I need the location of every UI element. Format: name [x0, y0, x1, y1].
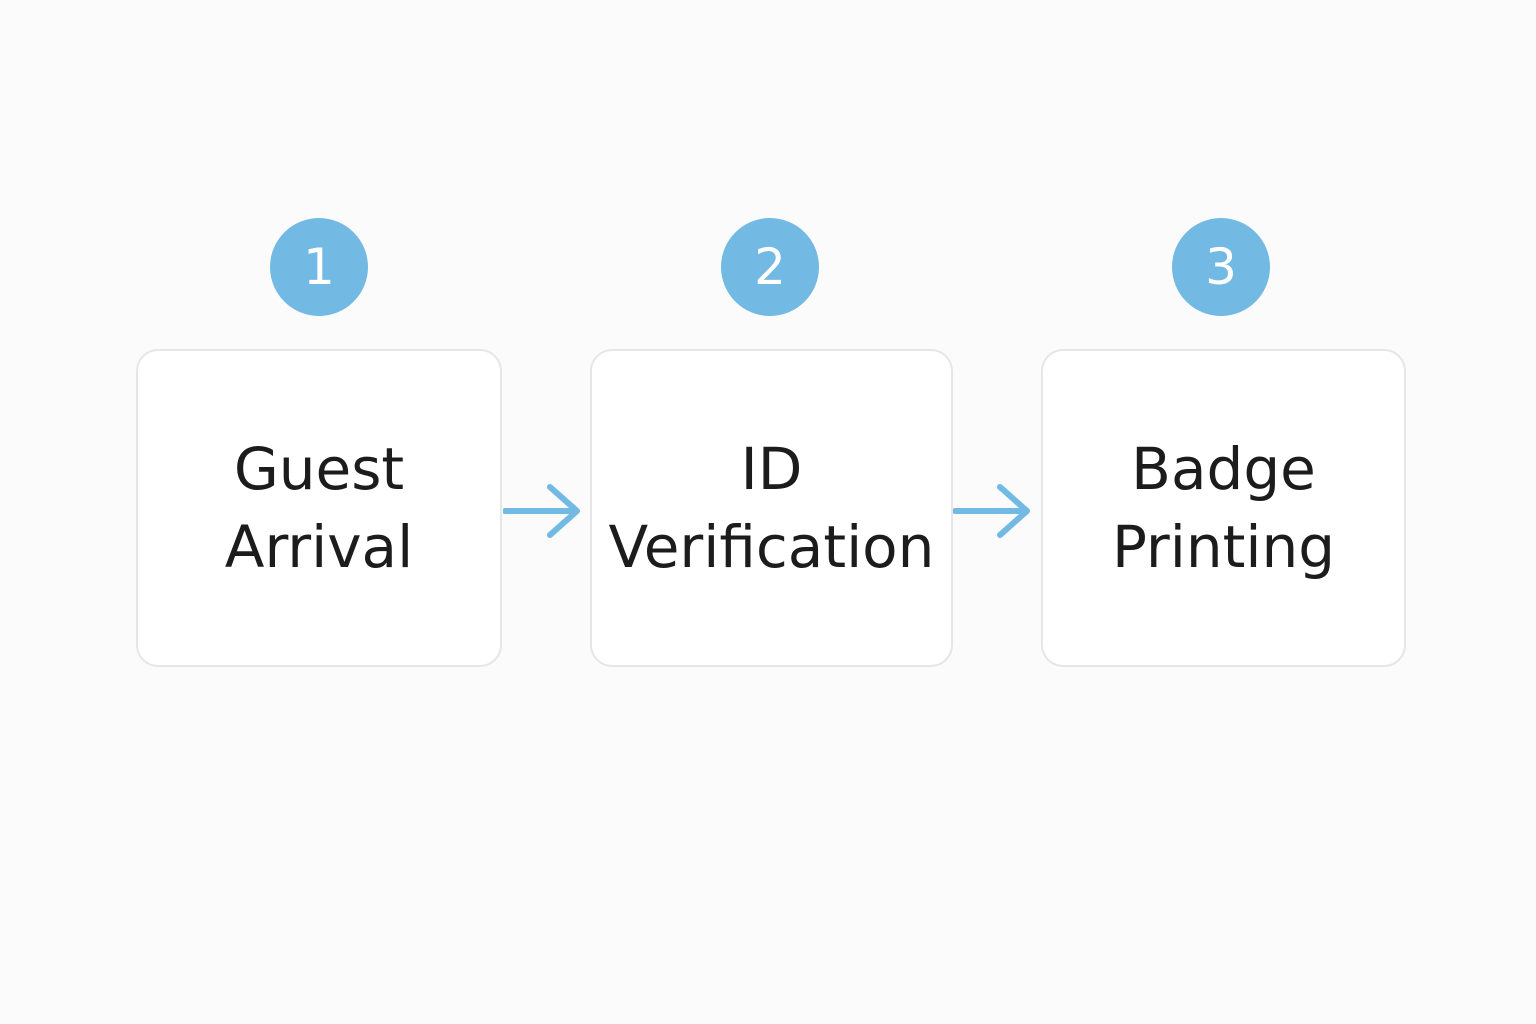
arrow-right-icon: [953, 484, 1030, 538]
step-3-number-badge: 3: [1172, 218, 1270, 316]
step-2-label-line-2: Verification: [608, 513, 935, 581]
step-1-label-line-2: Arrival: [224, 513, 414, 581]
step-3-label-line-1: Badge: [1131, 435, 1316, 503]
step-card-id-verification: ID Verification: [590, 349, 953, 667]
step-2-number-badge: 2: [721, 218, 819, 316]
step-card-badge-printing: Badge Printing: [1041, 349, 1406, 667]
step-3-label-line-2: Printing: [1111, 513, 1336, 581]
step-1-label-line-1: Guest: [233, 435, 405, 503]
step-2-label-line-1: ID: [740, 435, 803, 503]
step-card-guest-arrival: Guest Arrival: [136, 349, 502, 667]
arrow-right-icon: [503, 484, 580, 538]
step-1-number-badge: 1: [270, 218, 368, 316]
